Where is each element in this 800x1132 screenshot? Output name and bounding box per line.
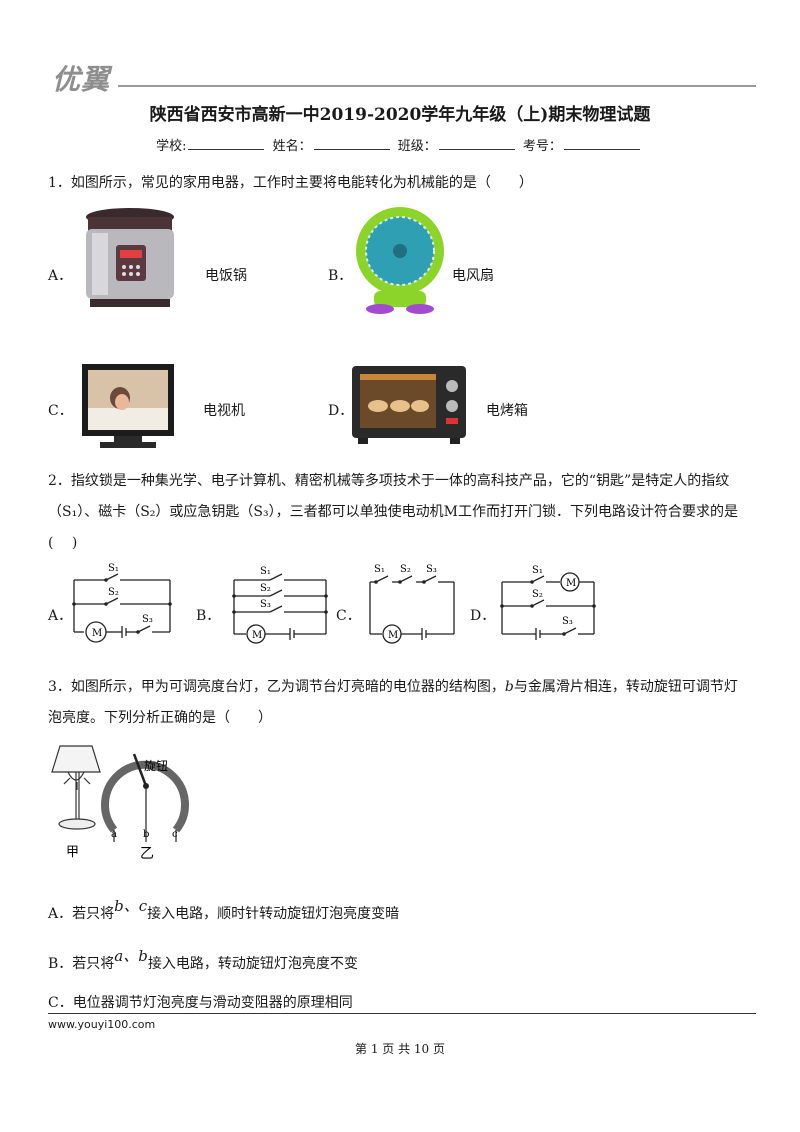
q1-option-d-letter[interactable]: D． <box>328 403 354 419</box>
q2-option-b-letter[interactable]: B． <box>196 608 221 624</box>
label-s3: S₃ <box>426 564 437 575</box>
name-blank[interactable] <box>313 137 390 150</box>
q1-option-b-caption: 电风扇 <box>452 268 494 284</box>
circuit-diagram-d: S₁ S₂ S₃ M <box>500 565 596 640</box>
label-s2: S₂ <box>400 564 411 575</box>
label-s1: S₁ <box>108 563 119 574</box>
student-info-fields: 学校: 姓名： 班级： 考号： <box>0 135 800 154</box>
label-s1: S₁ <box>374 564 385 575</box>
q1-option-d-caption: 电烤箱 <box>486 403 528 419</box>
name-label: 姓名： <box>272 139 312 154</box>
q3-option-b[interactable]: B．若只将a、b接入电路，转动旋钮灯泡亮度不变 <box>48 947 358 972</box>
motor-label: M <box>388 630 398 641</box>
label-s3: S₃ <box>142 614 153 625</box>
question-3-stem-line2: 泡亮度。下列分析正确的是（ ） <box>48 710 272 726</box>
terminal-c-label: c <box>172 829 178 840</box>
rice-cooker-icon <box>86 208 174 307</box>
label-s3: S₃ <box>562 616 573 627</box>
desk-lamp-icon <box>51 745 101 830</box>
label-s1: S₁ <box>532 565 543 576</box>
question-2-stem-line1: 2．指纹锁是一种集光学、电子计算机、精密机械等多项技术于一体的高科技产品，它的“… <box>48 473 730 489</box>
terminal-b-label: b <box>143 829 149 840</box>
exam-number-blank[interactable] <box>563 137 640 150</box>
footer-url: www.youyi100.com <box>48 1018 156 1031</box>
class-label: 班级： <box>397 139 437 154</box>
footer-rule <box>48 1013 756 1014</box>
question-2-stem-line3: ( ) <box>48 535 78 551</box>
motor-label: M <box>566 578 576 589</box>
television-icon <box>82 364 174 448</box>
q1-option-a-caption: 电饭锅 <box>205 268 247 284</box>
label-s3: S₃ <box>260 599 271 610</box>
potentiometer-figure: 旋钮 a b c 甲 乙 <box>51 745 189 862</box>
label-s2: S₂ <box>532 589 543 600</box>
page-number: 第 1 页 共 10 页 <box>355 1042 445 1056</box>
q3-option-a[interactable]: A．若只将b、c接入电路，顺时针转动旋钮灯泡亮度变暗 <box>48 897 400 922</box>
question-3-stem-line1: 3．如图所示，甲为可调亮度台灯，乙为调节台灯亮暗的电位器的结构图，b与金属滑片相… <box>48 679 738 695</box>
q2-option-d-letter[interactable]: D． <box>470 608 496 624</box>
q3-option-c[interactable]: C．电位器调节灯泡亮度与滑动变阻器的原理相同 <box>48 995 353 1011</box>
q2-option-a-letter[interactable]: A． <box>48 608 73 624</box>
question-2-stem-line2: （S₁）、磁卡（S₂）或应急钥匙（S₃），三者都可以单独使电动机M工作而打开门锁… <box>48 504 738 520</box>
motor-label: M <box>92 628 102 639</box>
figure-yi-label: 乙 <box>140 846 154 862</box>
figure-jia-label: 甲 <box>66 845 79 860</box>
circuit-diagram-a: S₁ S₂ S₃ M <box>72 563 172 643</box>
school-label: 学校: <box>156 139 187 154</box>
q1-option-c-caption: 电视机 <box>203 403 245 419</box>
motor-label: M <box>252 630 262 641</box>
circuit-diagram-c: S₁ S₂ S₃ M <box>369 564 455 644</box>
logo: 优翼 <box>52 63 111 96</box>
electric-oven-icon <box>352 366 466 444</box>
label-s2: S₂ <box>108 587 119 598</box>
page-title: 陕西省西安市高新一中2019-2020学年九年级（上)期末物理试题 <box>149 105 651 125</box>
class-blank[interactable] <box>438 137 515 150</box>
circuit-diagram-b: S₁ S₂ S₃ M <box>232 566 328 644</box>
school-blank[interactable] <box>188 137 265 150</box>
header-rule <box>118 85 756 87</box>
question-1-stem: 1．如图所示，常见的家用电器，工作时主要将电能转化为机械能的是（ ） <box>48 175 533 191</box>
q1-option-c-letter[interactable]: C． <box>48 403 73 419</box>
electric-fan-icon <box>356 207 444 314</box>
terminal-a-label: a <box>111 829 117 840</box>
q1-option-b-letter[interactable]: B． <box>328 268 353 284</box>
label-s2: S₂ <box>260 583 271 594</box>
q2-option-c-letter[interactable]: C． <box>336 608 361 624</box>
q1-option-a-letter[interactable]: A． <box>48 268 73 284</box>
resistor-arc <box>101 760 189 833</box>
label-s1: S₁ <box>260 566 271 577</box>
exam-number-label: 考号： <box>522 139 562 154</box>
knob-label: 旋钮 <box>144 758 168 773</box>
